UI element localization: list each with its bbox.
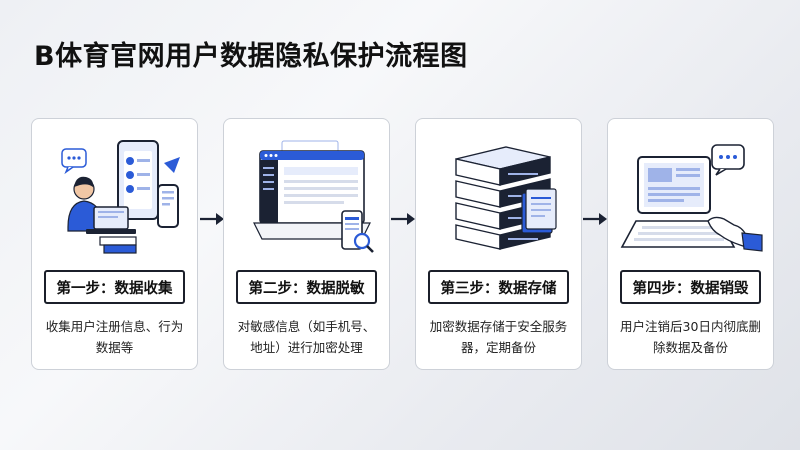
step-card-3: 第三步：数据存储 加密数据存储于安全服务器，定期备份 — [415, 118, 582, 370]
step-card-1: 第一步：数据收集 收集用户注册信息、行为数据等 — [31, 118, 198, 370]
step-3-description: 加密数据存储于安全服务器，定期备份 — [429, 319, 568, 355]
step-4-label: 第四步：数据销毁 — [620, 270, 761, 304]
computer-keyboard-icon — [620, 144, 763, 252]
step-2-description: 对敏感信息（如手机号、地址）进行加密处理 — [237, 319, 376, 355]
arrow-right-icon — [391, 213, 415, 225]
server-stack-icon — [455, 146, 557, 250]
arrow-right-icon — [583, 213, 607, 225]
step-card-4: 第四步：数据销毁 用户注销后30日内彻底删除数据及备份 — [607, 118, 774, 370]
step-4-description: 用户注销后30日内彻底删除数据及备份 — [620, 319, 761, 355]
person-with-phone-icon — [61, 140, 180, 254]
step-card-2: 第二步：数据脱敏 对敏感信息（如手机号、地址）进行加密处理 — [223, 118, 390, 370]
page-title: B体育官网用户数据隐私保护流程图 — [34, 41, 468, 72]
step-1-label: 第一步：数据收集 — [44, 270, 185, 304]
browser-window-icon — [253, 140, 374, 253]
step-1-description: 收集用户注册信息、行为数据等 — [45, 319, 184, 355]
step-3-label: 第三步：数据存储 — [428, 270, 569, 304]
arrow-right-icon — [200, 213, 224, 225]
step-2-label: 第二步：数据脱敏 — [236, 270, 377, 304]
